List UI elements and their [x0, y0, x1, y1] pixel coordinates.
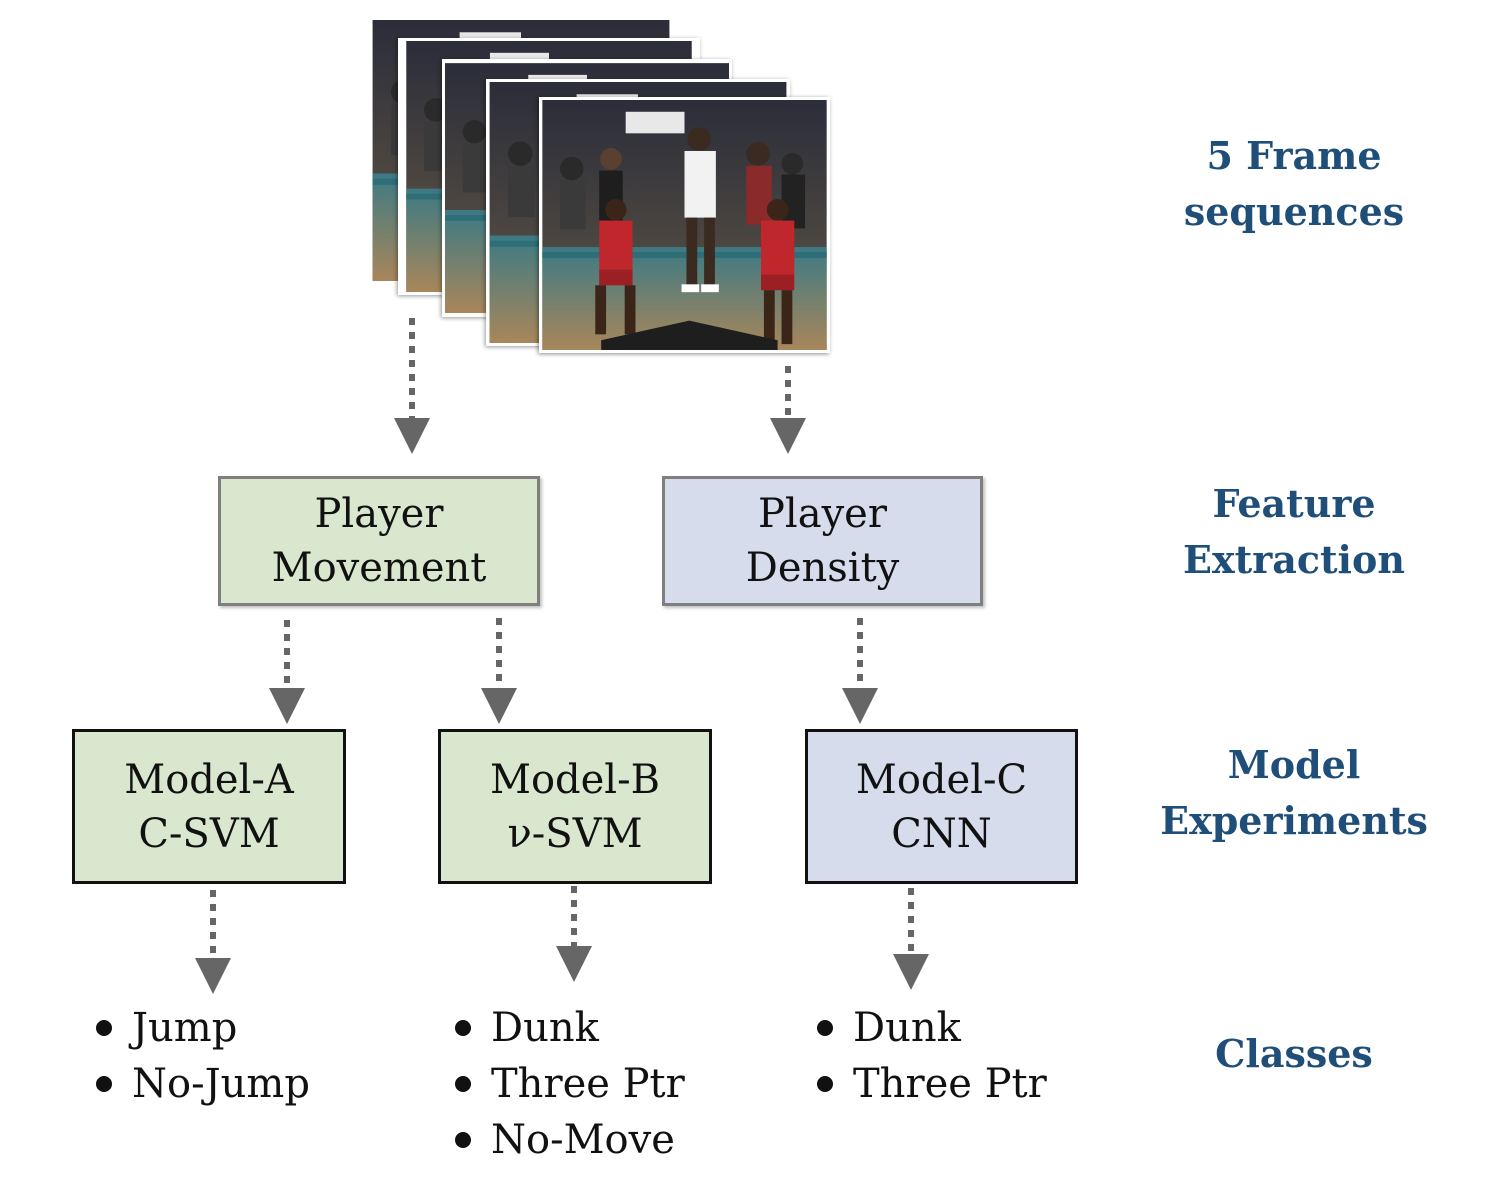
- stage-label-features-line1: Feature: [1212, 481, 1376, 526]
- player-movement-line2: Movement: [271, 545, 487, 591]
- class-item: Three Ptr: [813, 1056, 1047, 1112]
- stage-label-models-line2: Experiments: [1160, 798, 1428, 843]
- arrowhead-frames-to-movement: [394, 418, 430, 454]
- player-density-box: Player Density: [662, 476, 983, 606]
- classes-list-model-a: Jump No-Jump: [92, 1000, 310, 1112]
- arrowhead-model-b-to-classes: [556, 946, 592, 982]
- player-movement-box: Player Movement: [218, 476, 540, 606]
- stage-label-classes-line1: Classes: [1215, 1031, 1373, 1076]
- stage-label-frames: 5 Frame sequences: [1124, 128, 1464, 240]
- stage-label-features: Feature Extraction: [1124, 476, 1464, 588]
- arrowhead-movement-to-model-b: [481, 688, 517, 724]
- arrowhead-model-a-to-classes: [195, 958, 231, 994]
- stage-label-models-line1: Model: [1227, 742, 1361, 787]
- class-item: Jump: [92, 1000, 310, 1056]
- model-a-name: Model-A: [124, 756, 294, 803]
- player-density-line1: Player: [758, 491, 887, 537]
- arrowhead-frames-to-density: [770, 418, 806, 454]
- player-movement-line1: Player: [314, 491, 444, 537]
- class-item: Dunk: [451, 1000, 685, 1056]
- stage-label-models: Model Experiments: [1124, 737, 1464, 849]
- stage-label-frames-line2: sequences: [1183, 189, 1405, 234]
- class-item: Three Ptr: [451, 1056, 685, 1112]
- frame-5: [539, 97, 830, 353]
- model-a-box: Model-A C-SVM: [72, 729, 346, 884]
- arrowhead-density-to-model-c: [842, 688, 878, 724]
- stage-label-classes: Classes: [1124, 1026, 1464, 1082]
- arrowhead-model-c-to-classes: [893, 954, 929, 990]
- model-a-method: C-SVM: [138, 810, 280, 857]
- model-c-name: Model-C: [855, 756, 1028, 803]
- model-b-box: Model-B ν-SVM: [438, 729, 712, 884]
- classes-list-model-c: Dunk Three Ptr: [813, 1000, 1047, 1112]
- model-b-name: Model-B: [489, 756, 661, 803]
- class-item: No-Jump: [92, 1056, 310, 1112]
- arrowhead-movement-to-model-a: [269, 688, 305, 724]
- model-c-method: CNN: [891, 810, 992, 857]
- classes-list-model-b: Dunk Three Ptr No-Move: [451, 1000, 685, 1168]
- stage-label-frames-line1: 5 Frame: [1206, 133, 1382, 178]
- stage-label-features-line2: Extraction: [1183, 537, 1405, 582]
- class-item: No-Move: [451, 1112, 685, 1168]
- model-c-box: Model-C CNN: [805, 729, 1078, 884]
- player-density-line2: Density: [745, 545, 900, 591]
- model-b-method: ν-SVM: [507, 810, 643, 857]
- class-item: Dunk: [813, 1000, 1047, 1056]
